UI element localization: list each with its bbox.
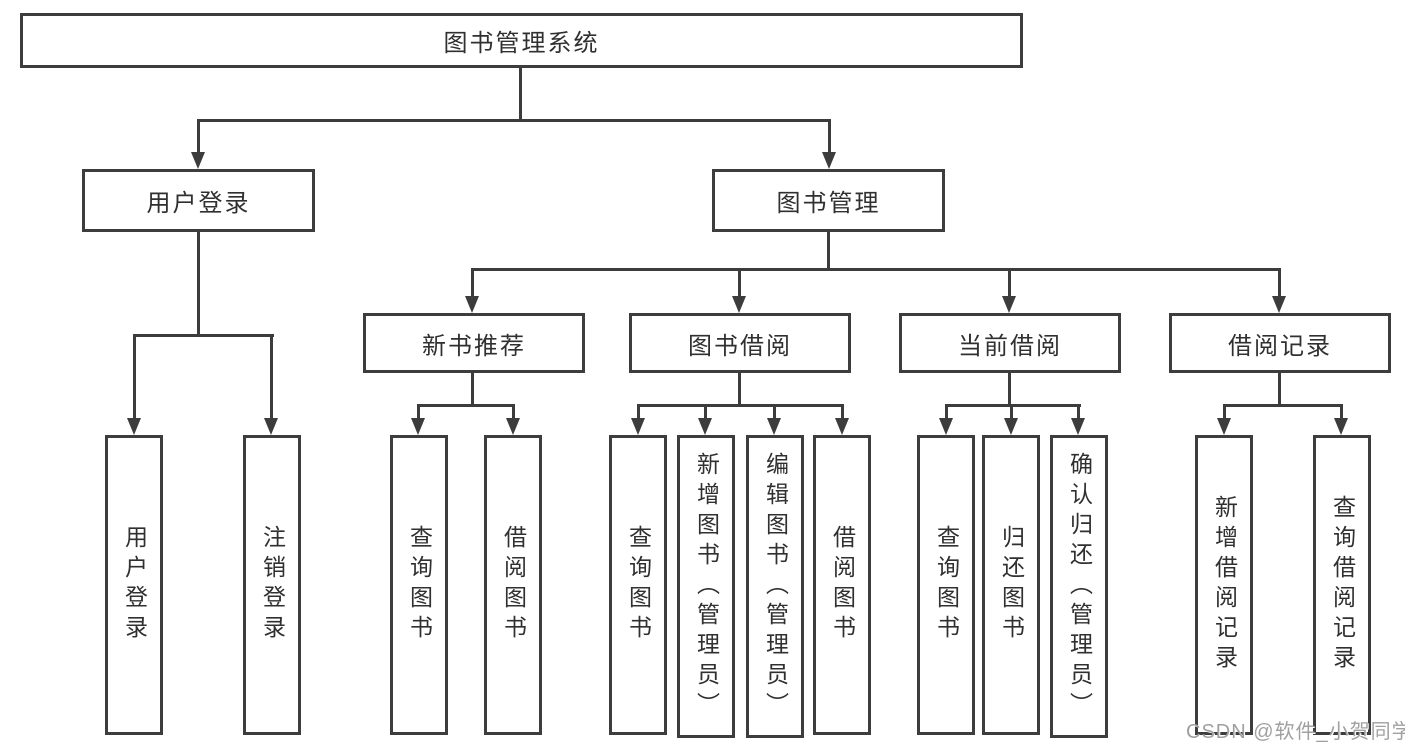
node-label: 新书推荐 bbox=[422, 332, 526, 360]
arrow-down-icon bbox=[411, 418, 425, 435]
leaf-label: 查询借阅记录 bbox=[1329, 495, 1356, 675]
leaf-label: 借阅图书 bbox=[829, 525, 856, 645]
leaf-label: 归还图书 bbox=[998, 525, 1025, 645]
connector-line bbox=[1340, 404, 1343, 418]
arrow-down-icon bbox=[767, 418, 781, 435]
arrow-down-icon bbox=[1071, 418, 1085, 435]
connector-line bbox=[828, 119, 831, 153]
leaf-label: 确认归还（管理员） bbox=[1066, 451, 1093, 722]
connector-line bbox=[1223, 404, 1226, 418]
arrow-down-icon bbox=[732, 296, 746, 313]
node-label: 借阅记录 bbox=[1228, 332, 1332, 360]
arrow-down-icon bbox=[835, 418, 849, 435]
node-book-management: 图书管理 bbox=[712, 169, 945, 232]
connector-line bbox=[1278, 373, 1281, 407]
connector-line bbox=[1077, 404, 1080, 418]
connector-line bbox=[738, 373, 741, 407]
connector-line bbox=[841, 404, 844, 418]
connector-line bbox=[1008, 373, 1011, 407]
node-new-book-recommendation: 新书推荐 bbox=[363, 313, 585, 373]
leaf-query-borrow-record: 查询借阅记录 bbox=[1313, 435, 1371, 735]
connector-line bbox=[1278, 268, 1281, 296]
node-label: 用户登录 bbox=[146, 190, 251, 217]
connector-line bbox=[945, 404, 948, 418]
connector-line bbox=[270, 334, 273, 418]
leaf-label: 查询图书 bbox=[406, 525, 433, 645]
connector-line bbox=[133, 334, 274, 337]
leaf-add-books-admin: 新增图书（管理员） bbox=[677, 435, 735, 738]
node-user-login: 用户登录 bbox=[82, 169, 315, 232]
arrow-down-icon bbox=[127, 418, 141, 435]
connector-line bbox=[512, 404, 515, 418]
connector-line bbox=[471, 268, 1281, 271]
connector-line bbox=[1008, 268, 1011, 296]
connector-line bbox=[1223, 404, 1343, 407]
node-library-system: 图书管理系统 bbox=[20, 13, 1023, 68]
connector-line bbox=[471, 268, 474, 296]
leaf-label: 查询图书 bbox=[933, 525, 960, 645]
connector-line bbox=[197, 119, 831, 122]
leaf-query-books-borrowing: 查询图书 bbox=[609, 435, 667, 735]
arrow-down-icon bbox=[698, 418, 712, 435]
node-book-borrowing: 图书借阅 bbox=[629, 313, 851, 373]
arrow-down-icon bbox=[465, 296, 479, 313]
connector-line bbox=[945, 404, 1081, 407]
arrow-down-icon bbox=[1272, 296, 1286, 313]
arrow-down-icon bbox=[191, 152, 205, 169]
connector-line bbox=[827, 232, 830, 271]
leaf-label: 用户登录 bbox=[121, 525, 148, 645]
node-label: 图书管理 bbox=[776, 190, 881, 217]
connector-line bbox=[519, 68, 522, 120]
arrow-down-icon bbox=[1334, 418, 1348, 435]
leaf-label: 查询图书 bbox=[625, 525, 652, 645]
node-current-borrowing: 当前借阅 bbox=[899, 313, 1121, 373]
node-label: 图书借阅 bbox=[688, 332, 792, 360]
arrow-down-icon bbox=[264, 418, 278, 435]
connector-line bbox=[417, 404, 420, 418]
watermark-csdn: CSDN @软件_小贺同学 bbox=[1186, 721, 1405, 743]
connector-line bbox=[197, 232, 200, 336]
leaf-return-books: 归还图书 bbox=[982, 435, 1040, 735]
leaf-label: 借阅图书 bbox=[500, 525, 527, 645]
leaf-confirm-return-admin: 确认归还（管理员） bbox=[1050, 435, 1108, 738]
leaf-user-login: 用户登录 bbox=[105, 435, 163, 735]
connector-line bbox=[637, 404, 844, 407]
leaf-edit-books-admin: 编辑图书（管理员） bbox=[746, 435, 804, 738]
leaf-query-books-current: 查询图书 bbox=[917, 435, 975, 735]
leaf-add-borrow-record: 新增借阅记录 bbox=[1195, 435, 1253, 735]
connector-line bbox=[417, 404, 515, 407]
leaf-logout: 注销登录 bbox=[243, 435, 301, 735]
node-borrowing-records: 借阅记录 bbox=[1169, 313, 1391, 373]
arrow-down-icon bbox=[1002, 296, 1016, 313]
connector-line bbox=[637, 404, 640, 418]
arrow-down-icon bbox=[506, 418, 520, 435]
leaf-label: 新增借阅记录 bbox=[1211, 495, 1238, 675]
leaf-query-books-recommend: 查询图书 bbox=[390, 435, 448, 735]
connector-line bbox=[471, 373, 474, 407]
leaf-borrow-books-borrowing: 借阅图书 bbox=[813, 435, 871, 735]
node-label: 当前借阅 bbox=[958, 332, 1062, 360]
leaf-borrow-books-recommend: 借阅图书 bbox=[484, 435, 542, 735]
arrow-down-icon bbox=[1217, 418, 1231, 435]
connector-line bbox=[773, 404, 776, 418]
leaf-label: 编辑图书（管理员） bbox=[762, 451, 789, 722]
connector-line bbox=[197, 119, 200, 153]
leaf-label: 新增图书（管理员） bbox=[693, 451, 720, 722]
arrow-down-icon bbox=[1004, 418, 1018, 435]
connector-line bbox=[738, 268, 741, 296]
arrow-down-icon bbox=[822, 152, 836, 169]
node-label: 图书管理系统 bbox=[443, 30, 600, 57]
connector-line bbox=[704, 404, 707, 418]
connector-line bbox=[133, 334, 136, 418]
arrow-down-icon bbox=[631, 418, 645, 435]
arrow-down-icon bbox=[939, 418, 953, 435]
leaf-label: 注销登录 bbox=[259, 525, 286, 645]
connector-line bbox=[1010, 404, 1013, 418]
